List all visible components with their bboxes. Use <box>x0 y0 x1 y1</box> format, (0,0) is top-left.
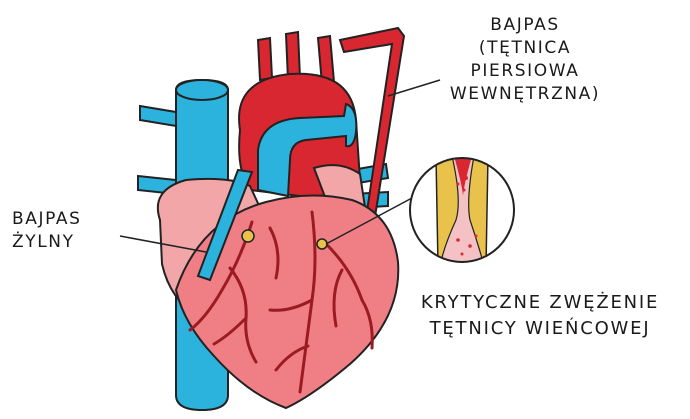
stenosis-label: KRYTYCZNE ZWĘŻENIE TĘTNICY WIEŃCOWEJ <box>400 290 680 342</box>
arterial-bypass-label: BAJPAS (TĘTNICA PIERSIOWA WEWNĘTRZNA) <box>430 14 620 106</box>
arterial-bypass-line: PIERSIOWA <box>430 60 620 83</box>
stenosis-point <box>317 239 327 249</box>
venous-bypass-line: BAJPAS <box>12 208 82 231</box>
arterial-bypass-line: WEWNĘTRZNA) <box>430 83 620 106</box>
arterial-bypass-line: (TĘTNICA <box>430 37 620 60</box>
arterial-bypass-line: BAJPAS <box>430 14 620 37</box>
stenosis-line: KRYTYCZNE ZWĘŻENIE <box>400 290 680 316</box>
venous-graft-junction <box>242 230 254 242</box>
stenosis-magnifier <box>408 156 518 266</box>
venous-bypass-line: ŻYLNY <box>12 231 82 254</box>
stenosis-line: TĘTNICY WIEŃCOWEJ <box>400 316 680 342</box>
venous-bypass-label: BAJPAS ŻYLNY <box>12 208 82 254</box>
